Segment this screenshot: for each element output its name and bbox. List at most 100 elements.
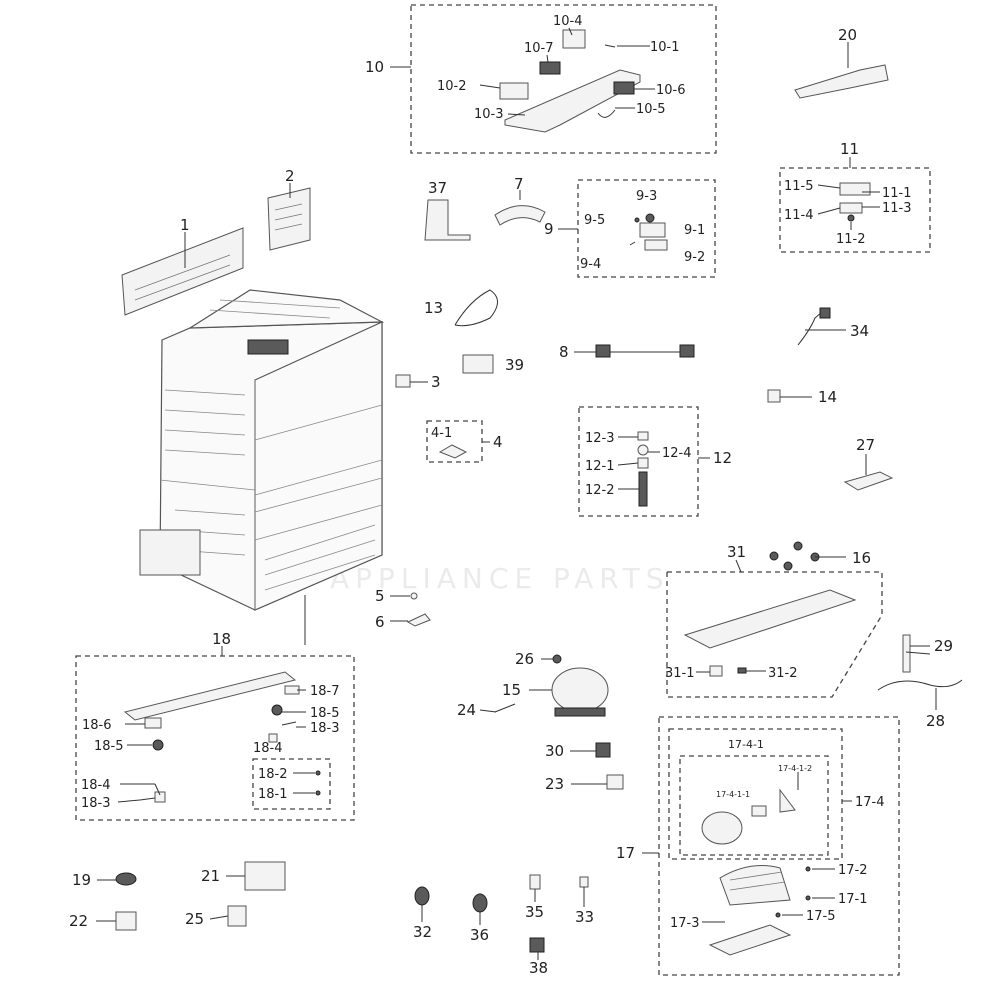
group-box-31 [666,571,883,698]
part-18-6 [144,717,162,729]
part-6-cover [406,613,431,627]
part-31-2 [737,667,747,674]
label-12-4: 12-4 [662,446,692,461]
part-19-cap [115,872,137,886]
part-8-connector-b [679,344,695,358]
part-12-4 [637,444,649,456]
callout-labels: 1 2 3 4 4-1 5 6 7 8 9 9-1 9-2 9-3 9-4 9-… [69,14,953,977]
label-39: 39 [505,356,524,374]
label-13: 13 [424,299,443,317]
label-9-5: 9-5 [584,213,605,228]
group-box-18-sub [252,758,331,810]
label-17-3: 17-3 [670,916,700,931]
label-35: 35 [525,903,544,921]
part-33-cap [579,876,589,888]
label-19: 19 [72,871,91,889]
label-9: 9 [544,220,554,238]
part-24-pin [494,703,516,713]
label-5: 5 [375,587,385,605]
part-2-cover-panel [267,187,311,251]
label-22: 22 [69,912,88,930]
label-12-1: 12-1 [585,459,615,474]
part-17-4-1-2-blade [779,788,796,813]
label-9-2: 9-2 [684,250,705,265]
label-31-1: 31-1 [665,666,695,681]
part-35-sensor [529,874,541,890]
label-10-1: 10-1 [650,40,680,55]
part-39-insulation [462,354,494,374]
label-37: 37 [428,179,447,197]
part-17-3-drain-pan [708,924,792,956]
part-11-2 [847,214,855,222]
label-10-4: 10-4 [553,14,583,29]
label-10: 10 [365,58,384,76]
part-16-a [769,551,779,561]
label-26: 26 [515,650,534,668]
part-18-5-a [152,739,164,751]
label-7: 7 [514,175,524,193]
label-38: 38 [529,959,548,977]
label-3: 3 [431,373,441,391]
part-12-3 [637,431,649,441]
label-10-7: 10-7 [524,41,554,56]
label-18-5-left: 18-5 [94,739,124,754]
part-10-6 [613,81,635,95]
part-17-2 [805,866,811,872]
part-15-compressor [551,667,609,713]
label-18: 18 [212,630,231,648]
label-17-2: 17-2 [838,863,868,878]
part-10-4 [562,29,586,49]
label-2: 2 [285,167,295,185]
label-32: 32 [413,923,432,941]
group-box-12 [578,406,699,517]
group-box-17-4-1 [679,755,829,856]
label-1: 1 [180,216,190,234]
group-box-10 [410,4,717,154]
cabinet-control-module [247,339,289,355]
part-18-2 [315,770,321,776]
part-5-screw [410,592,418,600]
label-25: 25 [185,910,204,928]
label-17-4-1-2: 17-4-1-2 [778,764,812,773]
label-17-5: 17-5 [806,909,836,924]
part-21-board [244,861,286,891]
label-15: 15 [502,681,521,699]
label-11-4: 11-4 [784,208,814,223]
label-11-1: 11-1 [882,186,912,201]
label-9-1: 9-1 [684,223,705,238]
label-12-3: 12-3 [585,431,615,446]
part-8-connector-a [595,344,611,358]
label-10-3: 10-3 [474,107,504,122]
part-12-2 [638,471,648,507]
label-12-2: 12-2 [585,483,615,498]
label-18-3-left: 18-3 [81,796,111,811]
group-box-18 [75,655,355,821]
label-18-2: 18-2 [258,767,288,782]
part-18-7 [284,685,300,695]
label-4: 4 [493,433,503,451]
label-14: 14 [818,388,837,406]
label-21: 21 [201,867,220,885]
part-23-cover [606,774,624,790]
part-9-1 [639,222,666,238]
label-17: 17 [616,844,635,862]
part-38-clip [529,937,545,953]
group-box-11 [779,167,931,253]
label-33: 33 [575,908,594,926]
label-18-4-left: 18-4 [81,778,111,793]
label-9-4: 9-4 [580,257,601,272]
part-31-plate [683,589,857,649]
label-27: 27 [856,436,875,454]
part-20-cover [794,64,889,99]
part-9-2 [644,239,668,251]
label-12: 12 [713,449,732,467]
part-36-grommet [472,893,488,913]
label-18-5-right: 18-5 [310,706,340,721]
part-18-1 [315,790,321,796]
label-30: 30 [545,742,564,760]
label-34: 34 [850,322,869,340]
label-10-2: 10-2 [437,79,467,94]
part-17-1 [805,895,811,901]
part-10-3-bracket [504,69,641,133]
part-12-1 [637,457,649,469]
